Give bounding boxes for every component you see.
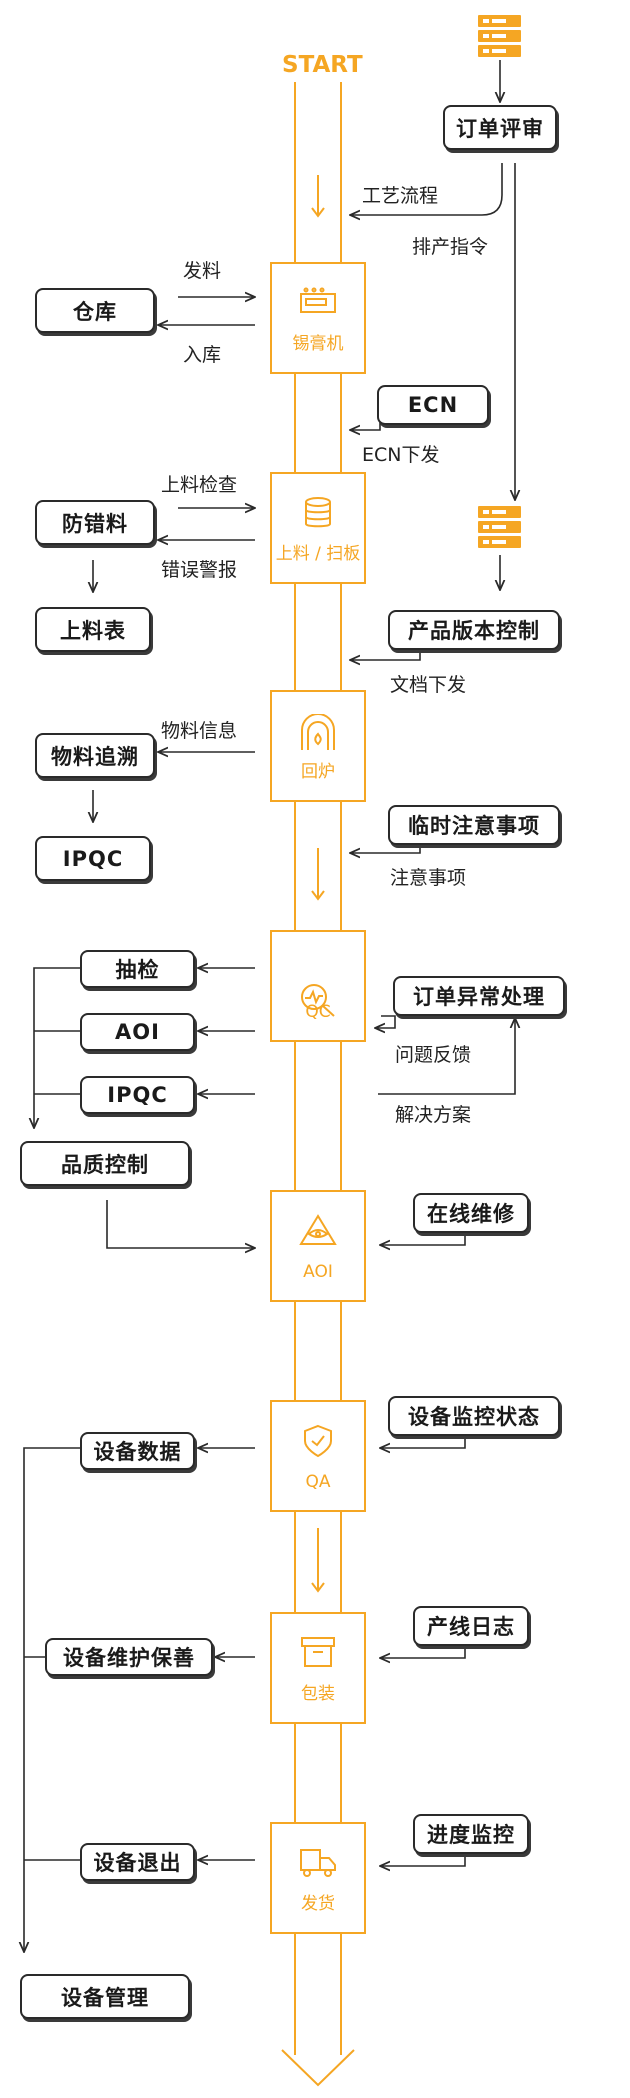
main-pipe (281, 82, 355, 2087)
eye-triangle-icon (299, 1214, 337, 1245)
box-exception[interactable]: 订单异常处理 (393, 976, 565, 1016)
label-feed-check: 上料检查 (161, 474, 238, 496)
box-icon (301, 1637, 335, 1667)
stage-pack[interactable]: 包装 (270, 1612, 366, 1724)
label-material-info: 物料信息 (161, 720, 238, 742)
label-ecn-issue: ECN下发 (362, 444, 440, 466)
box-line-log[interactable]: 产线日志 (413, 1606, 529, 1646)
box-version-ctrl[interactable]: 产品版本控制 (388, 610, 560, 650)
stage-label: 回炉 (301, 762, 335, 782)
box-quality[interactable]: 品质控制 (20, 1141, 190, 1186)
box-device-exit[interactable]: 设备退出 (80, 1843, 195, 1881)
box-order-review[interactable]: 订单评审 (443, 105, 557, 150)
server-stack-icon-2 (478, 506, 521, 548)
label-issue: 发料 (183, 260, 222, 282)
label-error-alarm: 错误警报 (161, 559, 238, 581)
server-stack-icon (478, 15, 521, 57)
box-ipqc-top[interactable]: IPQC (35, 836, 151, 881)
label-stock-in: 入库 (183, 344, 222, 366)
box-notices[interactable]: 临时注意事项 (388, 805, 560, 845)
stage-label: 锡膏机 (292, 334, 344, 354)
stage-label: 发货 (301, 1894, 335, 1914)
furnace-icon (301, 714, 335, 750)
shield-check-icon (304, 1424, 332, 1458)
box-feed-table[interactable]: 上料表 (35, 607, 151, 652)
label-solution: 解决方案 (395, 1104, 472, 1126)
label-feedback: 问题反馈 (395, 1044, 472, 1066)
solder-machine-icon (300, 287, 336, 313)
stage-label: AOI (303, 1262, 333, 1282)
stage-feed[interactable]: 上料 / 扫板 (270, 472, 366, 584)
stage-aoi[interactable]: AOI (270, 1190, 366, 1302)
label-prod-order: 排产指令 (412, 236, 489, 258)
box-repair[interactable]: 在线维修 (413, 1193, 529, 1233)
box-sampling[interactable]: 抽检 (80, 950, 195, 988)
stage-label: QA (305, 1472, 331, 1492)
magnifier-icon (301, 984, 335, 1017)
stage-label: QC (305, 1002, 331, 1022)
box-ipqc[interactable]: IPQC (80, 1076, 195, 1114)
box-aoi[interactable]: AOI (80, 1013, 195, 1051)
label-process-flow: 工艺流程 (362, 185, 439, 207)
box-progress[interactable]: 进度监控 (413, 1814, 529, 1854)
box-maintenance[interactable]: 设备维护保善 (45, 1638, 213, 1676)
stage-label: 上料 / 扫板 (275, 544, 361, 564)
stage-solder[interactable]: 锡膏机 (270, 262, 366, 374)
box-traceback[interactable]: 物料追溯 (35, 733, 155, 778)
box-device-data[interactable]: 设备数据 (80, 1432, 195, 1470)
stage-reflow[interactable]: 回炉 (270, 690, 366, 802)
stage-label: 包装 (301, 1684, 335, 1704)
stage-ship[interactable]: 发货 (270, 1822, 366, 1934)
stage-qa[interactable]: QA (270, 1400, 366, 1512)
label-notice: 注意事项 (390, 867, 467, 889)
label-doc-issue: 文档下发 (390, 674, 467, 696)
box-device-monitor[interactable]: 设备监控状态 (388, 1396, 560, 1436)
database-icon (305, 497, 331, 528)
truck-icon (300, 1849, 336, 1877)
stage-qc[interactable]: QC (270, 930, 366, 1042)
box-device-mgmt[interactable]: 设备管理 (20, 1974, 190, 2019)
box-anti-error[interactable]: 防错料 (35, 500, 155, 545)
box-ecn[interactable]: ECN (377, 385, 489, 425)
start-label: START (282, 52, 363, 78)
box-warehouse[interactable]: 仓库 (35, 288, 155, 333)
